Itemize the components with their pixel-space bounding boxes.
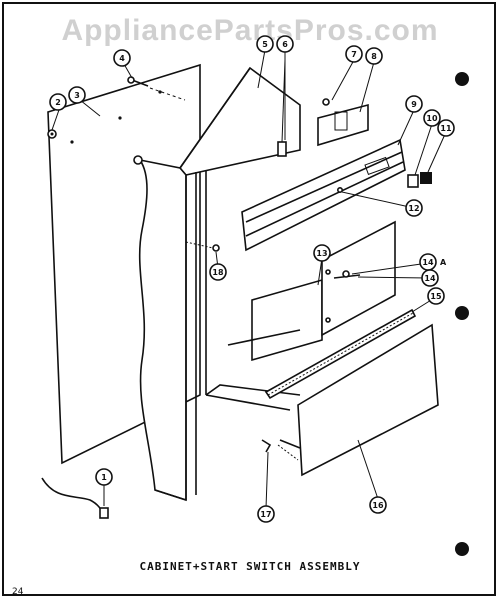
- callout-6: 6: [276, 35, 294, 53]
- svg-text:2: 2: [55, 98, 61, 107]
- callout-3: 3: [68, 86, 86, 104]
- svg-text:15: 15: [430, 292, 442, 301]
- watermark-text: AppliancePartsPros.com: [61, 14, 439, 47]
- mounting-plate-8: [317, 98, 369, 147]
- callout-8: 8: [365, 47, 383, 65]
- switch-11: [420, 172, 432, 184]
- washer-2: [47, 129, 57, 139]
- callout-18: 18: [209, 263, 227, 281]
- callout-14a: 14 A: [419, 253, 447, 271]
- callout-9: 9: [405, 95, 423, 113]
- svg-text:5: 5: [262, 40, 268, 49]
- svg-text:9: 9: [411, 100, 417, 109]
- leader-lines: [51, 49, 447, 509]
- callout-13: 13: [313, 244, 331, 262]
- svg-text:14: 14: [422, 258, 434, 267]
- door-panel-13: [227, 220, 396, 362]
- callout-4: 4: [113, 49, 131, 67]
- svg-text:17: 17: [260, 510, 271, 519]
- binder-hole-top: [455, 72, 469, 86]
- page-number: 24: [12, 587, 24, 597]
- svg-text:A: A: [440, 258, 447, 267]
- callout-1: 1: [95, 468, 113, 486]
- callout-16: 16: [369, 496, 387, 514]
- svg-text:12: 12: [408, 204, 419, 213]
- fastener-18: [185, 241, 220, 252]
- svg-text:7: 7: [351, 50, 357, 59]
- callout-11: 11: [437, 119, 455, 137]
- callout-2: 2: [49, 93, 67, 111]
- diagram-caption: CABINET+START SWITCH ASSEMBLY: [139, 560, 361, 573]
- binder-hole-bottom: [455, 542, 469, 556]
- cabinet-body: [133, 66, 301, 502]
- callout-10: 10: [423, 109, 441, 127]
- svg-text:13: 13: [316, 249, 327, 258]
- svg-text:10: 10: [426, 114, 438, 123]
- clip-17: [261, 439, 272, 453]
- callout-17: 17: [257, 505, 275, 523]
- callout-5: 5: [256, 35, 274, 53]
- control-panel-9: [241, 138, 406, 252]
- page-border: [2, 2, 496, 596]
- svg-text:14: 14: [424, 274, 436, 283]
- svg-text:3: 3: [74, 91, 80, 100]
- callout-14: 14: [421, 269, 439, 287]
- power-cord-1: [41, 477, 109, 519]
- binder-hole-middle: [455, 306, 469, 320]
- svg-text:1: 1: [101, 473, 107, 482]
- callout-15: 15: [427, 287, 445, 305]
- callout-12: 12: [405, 199, 423, 217]
- svg-text:8: 8: [371, 52, 377, 61]
- svg-text:11: 11: [440, 124, 452, 133]
- gasket-strip-15: [264, 308, 417, 400]
- svg-text:6: 6: [282, 40, 288, 49]
- knob-10: [407, 174, 419, 188]
- svg-text:16: 16: [372, 501, 384, 510]
- lower-door-16: [277, 323, 439, 477]
- svg-text:18: 18: [212, 268, 224, 277]
- callout-7: 7: [345, 45, 363, 63]
- svg-text:4: 4: [119, 54, 125, 63]
